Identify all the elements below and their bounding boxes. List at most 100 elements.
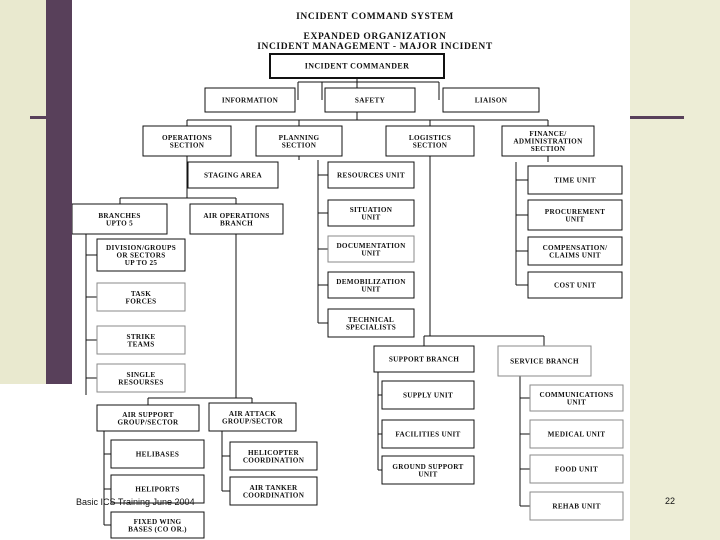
box-liaison: LIAISON: [442, 87, 540, 113]
left-decor-rule: [30, 116, 80, 119]
box-label-task-forces: TASK: [131, 290, 151, 298]
box-label-information: INFORMATION: [222, 97, 279, 105]
box-label-air-attack-2: GROUP/SECTOR: [222, 417, 283, 425]
box-label-demobilization-unit-2: UNIT: [361, 285, 380, 293]
box-label-commander: INCIDENT COMMANDER: [305, 62, 410, 71]
box-label-single-resources: SINGLE: [127, 371, 156, 379]
box-label-branches: BRANCHES: [98, 212, 140, 220]
box-label-air-attack: AIR ATTACK: [229, 410, 276, 418]
chart-title: INCIDENT COMMAND SYSTEM: [296, 12, 454, 22]
right-decor-panel: [630, 0, 720, 540]
box-helibases: HELIBASES: [110, 439, 205, 469]
box-supply-unit: SUPPLY UNIT: [381, 380, 475, 410]
box-information: INFORMATION: [204, 87, 296, 113]
box-commander: INCIDENT COMMANDER: [269, 53, 445, 79]
box-label-heliports: HELIPORTS: [135, 486, 179, 494]
box-label-divisions-3: UP TO 25: [125, 259, 158, 267]
org-chart-document: INCIDENT COMMAND SYSTEM EXPANDED ORGANIZ…: [72, 0, 630, 540]
box-label-planning-2: SECTION: [282, 141, 317, 149]
box-label-procurement-unit: PROCUREMENT: [545, 208, 605, 216]
box-label-liaison: LIAISON: [475, 97, 508, 105]
chart-subtitle: EXPANDED ORGANIZATION: [304, 32, 447, 42]
box-label-air-ops-2: BRANCH: [220, 219, 253, 227]
box-label-helicopter-coordination: HELICOPTER: [248, 449, 299, 457]
box-food-unit: FOOD UNIT: [529, 454, 624, 484]
box-label-situation-unit-2: UNIT: [361, 213, 380, 221]
box-label-demobilization-unit: DEMOBILIZATION: [336, 278, 406, 286]
box-label-staging: STAGING AREA: [204, 172, 262, 180]
box-label-communications-unit-2: UNIT: [567, 398, 586, 406]
box-label-time-unit: TIME UNIT: [554, 177, 596, 185]
box-label-divisions: DIVISION/GROUPS: [106, 244, 176, 252]
slide-number: 22: [665, 496, 676, 506]
box-label-support-branch: SUPPORT BRANCH: [389, 356, 459, 364]
box-label-operations-2: SECTION: [170, 141, 205, 149]
box-label-cost-unit: COST UNIT: [554, 282, 596, 290]
footer-course-label: Basic ICS Training June 2004: [76, 497, 195, 507]
box-label-service-branch: SERVICE BRANCH: [510, 358, 579, 366]
box-label-supply-unit: SUPPLY UNIT: [403, 392, 453, 400]
box-label-air-support-2: GROUP/SECTOR: [118, 418, 179, 426]
left-decor-panel: [0, 0, 46, 384]
box-cost-unit: COST UNIT: [527, 271, 623, 299]
box-label-strike-teams: STRIKE: [127, 333, 156, 341]
org-chart: INCIDENT COMMAND SYSTEM EXPANDED ORGANIZ…: [72, 12, 624, 539]
box-label-finance: FINANCE/: [529, 130, 567, 138]
box-label-resources-unit: RESOURCES UNIT: [337, 172, 405, 180]
box-time-unit: TIME UNIT: [527, 165, 623, 195]
box-facilities-unit: FACILITIES UNIT: [381, 419, 475, 449]
box-label-helibases: HELIBASES: [136, 451, 179, 459]
box-label-safety: SAFETY: [355, 97, 386, 105]
box-label-planning: PLANNING: [279, 134, 320, 142]
box-support-branch: SUPPORT BRANCH: [373, 345, 475, 373]
box-label-compensation: COMPENSATION/: [543, 244, 609, 252]
box-label-food-unit: FOOD UNIT: [555, 466, 598, 474]
box-heliports: HELIPORTS: [110, 474, 205, 504]
box-label-ground-support-unit-2: UNIT: [418, 470, 437, 478]
box-label-task-forces-2: FORCES: [126, 297, 157, 305]
box-label-rehab-unit: REHAB UNIT: [552, 503, 600, 511]
box-label-finance-2: ADMINISTRATION: [513, 138, 583, 146]
connector-lines: [85, 78, 549, 526]
box-service-branch: SERVICE BRANCH: [497, 345, 592, 377]
box-label-branches-2: UPTO 5: [106, 219, 133, 227]
box-label-air-ops: AIR OPERATIONS: [203, 212, 269, 220]
box-rehab-unit: REHAB UNIT: [529, 491, 624, 521]
box-label-logistics-2: SECTION: [413, 141, 448, 149]
box-label-logistics: LOGISTICS: [409, 134, 451, 142]
box-label-strike-teams-2: TEAMS: [127, 340, 154, 348]
box-medical-unit: MEDICAL UNIT: [529, 419, 624, 449]
box-label-fixed-wing: FIXED WING: [134, 518, 182, 526]
box-compensation: COMPENSATION/CLAIMS UNIT: [527, 236, 623, 266]
box-label-compensation-2: CLAIMS UNIT: [549, 251, 601, 259]
box-safety: SAFETY: [324, 87, 416, 113]
box-label-single-resources-2: RESOURSES: [118, 378, 163, 386]
box-label-finance-3: SECTION: [531, 145, 566, 153]
box-label-communications-unit: COMMUNICATIONS: [540, 391, 614, 399]
box-label-technical-specialists: TECHNICAL: [348, 316, 394, 324]
box-label-technical-specialists-2: SPECIALISTS: [346, 323, 396, 331]
box-resources-unit: RESOURCES UNIT: [327, 161, 415, 189]
box-label-documentation-unit-2: UNIT: [361, 249, 380, 257]
left-decor-bar: [46, 0, 72, 384]
chart-subtitle-2: INCIDENT MANAGEMENT - MAJOR INCIDENT: [257, 42, 493, 52]
box-label-air-tanker-coordination: AIR TANKER: [249, 484, 298, 492]
box-label-medical-unit: MEDICAL UNIT: [548, 431, 606, 439]
